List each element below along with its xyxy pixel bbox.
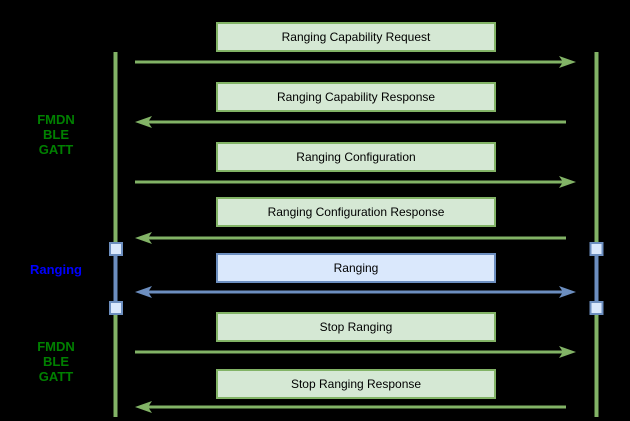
- arrow-ranging-capability-request: [135, 56, 576, 68]
- message-box-ranging: Ranging: [216, 253, 496, 283]
- lifeline-left: [113, 52, 118, 417]
- message-box-stop-ranging: Stop Ranging: [216, 312, 496, 342]
- lifeline-right: [594, 52, 599, 417]
- activation-marker-right-bottom: [589, 301, 604, 315]
- lifeline-left-ranging-segment: [113, 249, 118, 308]
- message-box-ranging-configuration: Ranging Configuration: [216, 142, 496, 172]
- arrow-stop-ranging-response: [135, 401, 566, 413]
- message-box-ranging-capability-response: Ranging Capability Response: [216, 82, 496, 112]
- message-box-ranging-configuration-response: Ranging Configuration Response: [216, 197, 496, 227]
- label-fmdn-ble-gatt-top: FMDN BLE GATT: [37, 112, 75, 157]
- arrow-ranging-bidirectional: [135, 286, 576, 298]
- label-ranging: Ranging: [30, 262, 82, 277]
- activation-marker-left-top: [109, 242, 123, 256]
- arrow-ranging-configuration-response: [135, 232, 566, 244]
- arrow-stop-ranging: [135, 346, 576, 358]
- arrow-ranging-capability-response: [135, 116, 566, 128]
- arrow-ranging-configuration: [135, 176, 576, 188]
- message-box-ranging-capability-request: Ranging Capability Request: [216, 22, 496, 52]
- activation-marker-left-bottom: [109, 301, 123, 315]
- lifeline-right-ranging-segment: [594, 249, 599, 308]
- activation-marker-right-top: [589, 242, 604, 256]
- label-fmdn-ble-gatt-bottom: FMDN BLE GATT: [37, 339, 75, 384]
- message-box-stop-ranging-response: Stop Ranging Response: [216, 369, 496, 399]
